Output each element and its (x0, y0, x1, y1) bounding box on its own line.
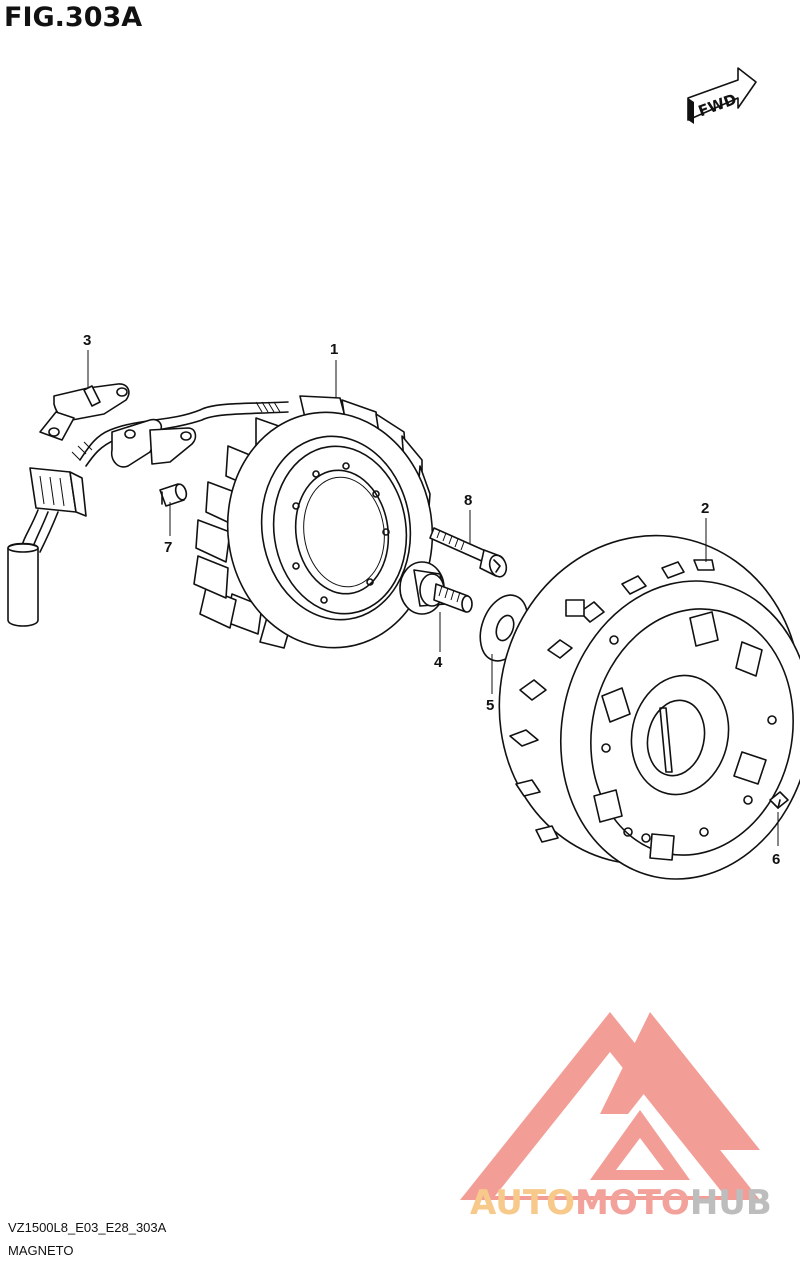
leader-lines (87, 350, 779, 846)
watermark-logo-icon (460, 1012, 760, 1200)
part-3-cable-clamp (39, 383, 130, 441)
callout-7: 7 (164, 539, 172, 556)
part-1-stator (193, 395, 434, 649)
part-2-rotor (498, 534, 800, 880)
callout-4: 4 (434, 654, 443, 671)
part-4-flange-bolt (399, 561, 473, 615)
callout-2: 2 (701, 500, 709, 517)
wiring-harness (7, 401, 289, 627)
wordmark-part-hub: HUB (689, 1183, 772, 1223)
callout-8: 8 (464, 492, 472, 509)
cable-guide-plate (110, 418, 197, 468)
footer-diagram-code: VZ1500L8_E03_E28_303A (8, 1220, 167, 1235)
watermark-wordmark: AUTOMOTOHUB (470, 1183, 772, 1223)
callout-1: 1 (330, 341, 338, 358)
callout-5: 5 (486, 697, 494, 714)
wordmark-part-moto: MOTO (574, 1183, 690, 1223)
fwd-arrow-icon: FWD (687, 67, 757, 124)
wordmark-part-auto: AUTO (470, 1183, 575, 1223)
figure-title: FIG.303A (4, 2, 143, 33)
part-6-key (769, 791, 789, 809)
callout-3: 3 (83, 332, 91, 349)
callout-6: 6 (772, 851, 780, 868)
part-7-screw (159, 483, 188, 507)
footer-diagram-name: MAGNETO (8, 1243, 74, 1258)
